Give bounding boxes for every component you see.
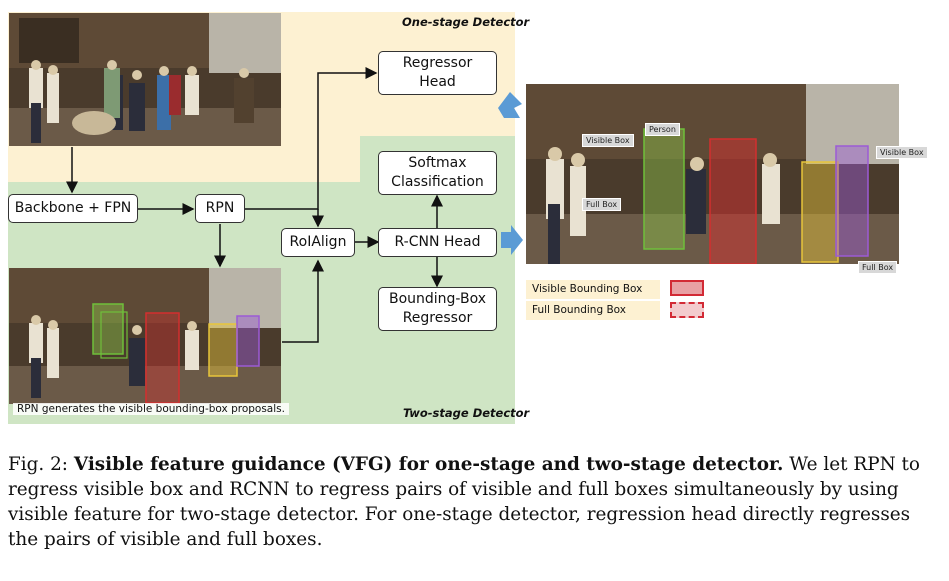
roialign-node: RoIAlign	[281, 228, 355, 257]
input-photo	[9, 13, 281, 146]
flow-arrows	[66, 67, 523, 343]
backbone-fpn-node: Backbone + FPN	[8, 194, 138, 223]
legend-full-swatch	[670, 302, 704, 318]
rpn-node: RPN	[195, 194, 245, 223]
output-photo	[526, 84, 899, 264]
caption-fig-label: Fig. 2:	[8, 454, 69, 475]
caption-title: Visible feature guidance (VFG) for one-s…	[73, 454, 784, 475]
legend-visible-swatch	[670, 280, 704, 296]
proposal-photo	[9, 268, 281, 404]
one-stage-label: One-stage Detector	[402, 15, 530, 29]
bbox-regressor-node: Bounding-Box Regressor	[378, 287, 497, 331]
legend-full: Full Bounding Box	[526, 301, 660, 320]
output-visible-box-tag-2: Visible Box	[876, 146, 928, 159]
figure-caption: Fig. 2: Visible feature guidance (VFG) f…	[8, 452, 938, 552]
rcnn-head-node: R-CNN Head	[378, 228, 497, 257]
output-full-box-tag-2: Full Box	[858, 261, 898, 274]
output-person-tag: Person	[645, 123, 680, 136]
output-visible-box-tag: Visible Box	[582, 134, 634, 147]
two-stage-label: Two-stage Detector	[403, 406, 530, 420]
softmax-classification-node: Softmax Classification	[378, 151, 497, 195]
legend-visible: Visible Bounding Box	[526, 280, 660, 299]
regressor-head-node: Regressor Head	[378, 51, 497, 95]
caption-body: We let RPN to regress visible box and RC…	[8, 454, 920, 550]
proposal-note: RPN generates the visible bounding-box p…	[13, 403, 289, 415]
output-full-box-tag: Full Box	[582, 198, 622, 211]
